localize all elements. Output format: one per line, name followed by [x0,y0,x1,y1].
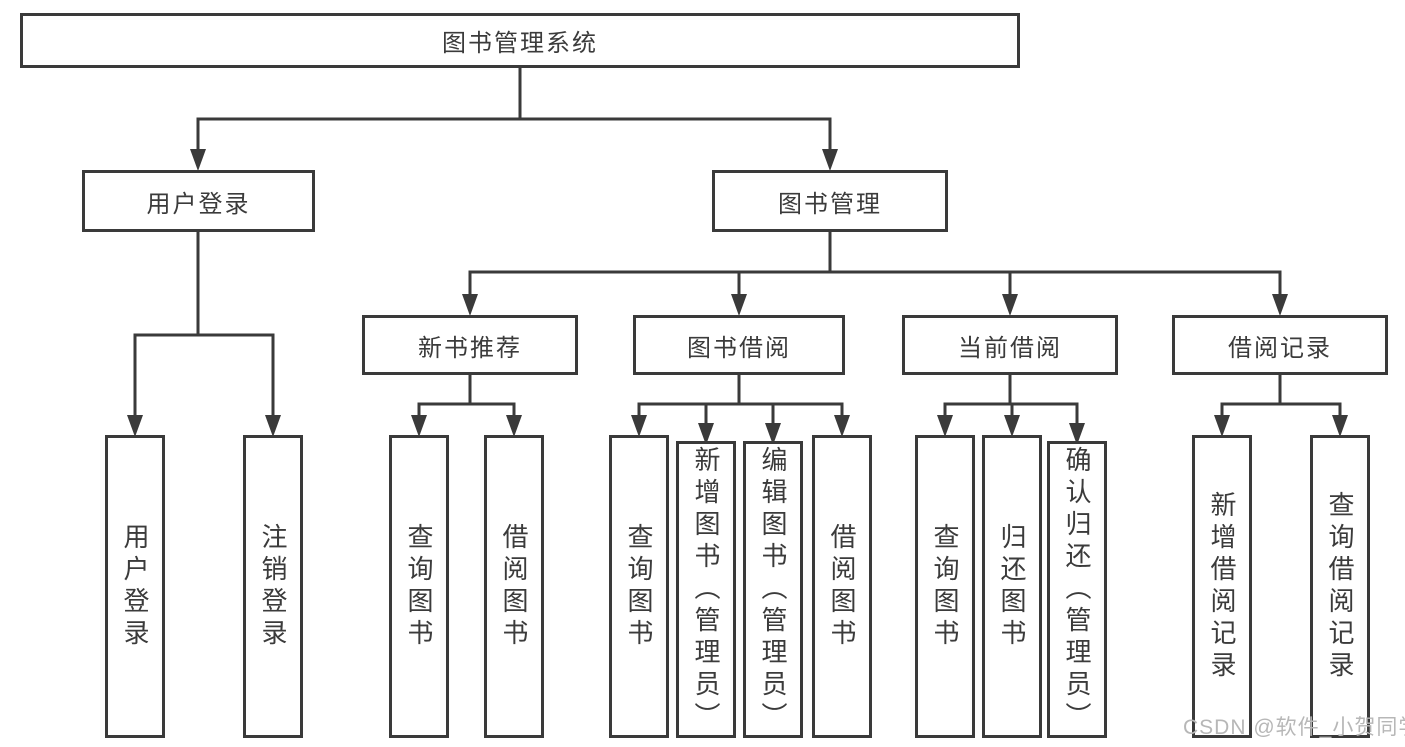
node-label: 新书推荐 [418,334,522,362]
node-label: 图书借阅 [687,334,791,362]
leaf-query-books-current: 查询图书 [915,435,975,738]
leaf-logout: 注销登录 [243,435,303,738]
node-user-login: 用户登录 [82,170,315,232]
leaf-query-borrow-record: 查询借阅记录 [1310,435,1370,738]
node-label: 查询图书 [624,522,654,651]
node-borrowing-records: 借阅记录 [1172,315,1388,375]
watermark: CSDN @软件_小贺同学 [1183,716,1405,739]
node-label: 借阅图书 [499,522,529,651]
leaf-add-borrow-record: 新增借阅记录 [1192,435,1252,738]
leaf-add-book-admin: 新增图书（管理员） [676,441,736,738]
leaf-confirm-return-admin: 确认归还（管理员） [1047,441,1107,738]
leaf-return-books: 归还图书 [982,435,1042,738]
node-label: 当前借阅 [958,334,1062,362]
node-label: 注销登录 [258,522,288,651]
leaf-borrow-books-recommend: 借阅图书 [484,435,544,738]
leaf-user-login: 用户登录 [105,435,165,738]
node-book-management: 图书管理 [712,170,948,232]
node-label: 图书管理系统 [442,30,598,57]
node-label: 查询借阅记录 [1325,490,1355,683]
node-label: 查询图书 [930,522,960,651]
node-label: 查询图书 [404,522,434,651]
leaf-edit-book-admin: 编辑图书（管理员） [743,441,803,738]
node-label: 借阅图书 [827,522,857,651]
node-label: 确认归还（管理员） [1062,445,1092,734]
node-label: 编辑图书（管理员） [758,445,788,734]
node-label: 新增图书（管理员） [691,445,721,734]
connector-path [133,66,1342,427]
node-library-management-system: 图书管理系统 [20,13,1020,68]
node-new-book-recommendation: 新书推荐 [362,315,578,375]
node-label: 归还图书 [997,522,1027,651]
node-label: 用户登录 [146,190,251,218]
node-label: 图书管理 [778,190,882,218]
node-label: 借阅记录 [1228,334,1332,362]
node-current-borrowing: 当前借阅 [902,315,1118,375]
node-book-borrowing: 图书借阅 [633,315,845,375]
node-label: 用户登录 [120,522,150,651]
node-label: 新增借阅记录 [1207,490,1237,683]
leaf-query-books-borrowing: 查询图书 [609,435,669,738]
leaf-borrow-books-borrowing: 借阅图书 [812,435,872,738]
arrowheads [127,149,1348,445]
leaf-query-books-recommend: 查询图书 [389,435,449,738]
